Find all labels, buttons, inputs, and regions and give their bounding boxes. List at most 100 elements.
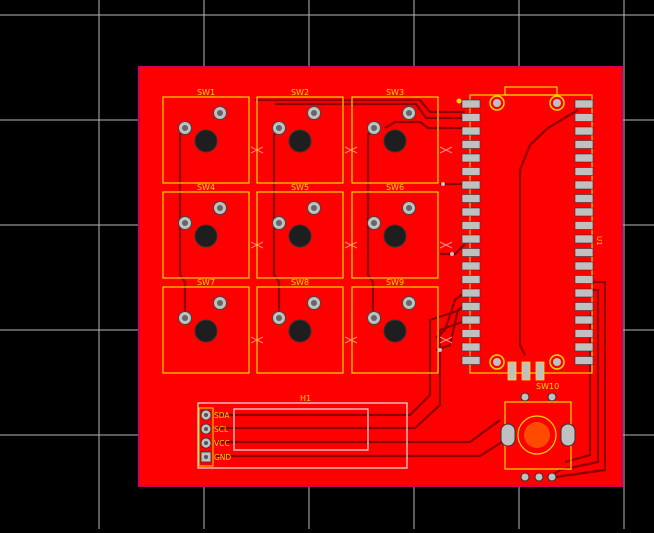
mcu-pin-left — [461, 153, 481, 163]
mcu-mount-hole — [549, 354, 565, 370]
switch-center-hole — [383, 319, 407, 343]
mcu-pin-right — [574, 302, 594, 311]
switch-center-hole — [194, 224, 218, 248]
switch-pad-hole — [371, 125, 377, 131]
switch-outline — [256, 96, 344, 184]
mcu-mount-hole — [489, 95, 505, 111]
switch-label: SW9 — [386, 278, 404, 287]
switch-label: SW1 — [197, 88, 215, 97]
switch-center-hole — [288, 224, 312, 248]
switch-pad-hole — [217, 110, 223, 116]
mcu-pin-right — [574, 207, 594, 217]
switch-pad-hole — [406, 300, 412, 306]
switch-center-hole — [194, 129, 218, 153]
mcu-pin-left — [461, 261, 481, 271]
switch-label: SW3 — [386, 88, 404, 97]
switch-outline — [256, 286, 344, 374]
silk-mark — [439, 146, 453, 154]
mcu-pin-left — [461, 113, 481, 122]
smd-pad — [507, 361, 517, 381]
trace — [440, 243, 466, 256]
mcu-pin-right — [574, 315, 594, 325]
switch-pad-hole — [311, 110, 317, 116]
switch-outline — [162, 191, 250, 279]
mcu-pin-right — [574, 221, 594, 230]
switch-footprint: SW9 — [351, 278, 453, 374]
via — [438, 348, 442, 352]
switch-outline — [256, 191, 344, 279]
switch-label: SW4 — [197, 183, 215, 192]
header-label: H1 — [300, 394, 311, 403]
trace — [275, 102, 465, 120]
mcu-pin-left — [461, 140, 481, 149]
mcu-pin-left — [461, 99, 481, 109]
mcu-pin-left — [461, 221, 481, 230]
switch-footprint: SW3 — [351, 88, 453, 184]
via — [456, 98, 462, 104]
header-pin-strip — [198, 407, 214, 467]
encoder-pin — [520, 472, 530, 482]
silk-mark — [439, 241, 453, 249]
mcu-pin-right — [574, 356, 594, 365]
header-pad-hole — [204, 455, 208, 459]
mcu-pin-left — [461, 194, 481, 203]
header-pins: SDA SCL VCC GND — [200, 409, 231, 463]
switch-pad-hole — [276, 315, 282, 321]
display-outline — [197, 402, 408, 469]
encoder-pin — [547, 472, 557, 482]
header-pad-hole — [204, 427, 208, 431]
switch-outline — [351, 191, 439, 279]
switch-footprint: SW8 — [256, 278, 358, 374]
encoder-pin — [520, 392, 530, 402]
header-pin: VCC — [200, 437, 230, 449]
mcu-pin-left — [461, 167, 481, 176]
switch-pad-hole — [217, 205, 223, 211]
mcu-mount-hole — [489, 354, 505, 370]
silk-mark — [344, 241, 358, 249]
trace — [384, 120, 465, 130]
mcu-pin-left — [461, 126, 481, 136]
switch-footprint: SW6 — [351, 183, 453, 279]
mcu-pin-left — [461, 180, 481, 190]
switch-footprint: SW2 — [256, 88, 358, 184]
trace — [215, 419, 501, 444]
header-pin-label: SCL — [214, 425, 229, 434]
mcu-pin-right — [574, 194, 594, 203]
mcu-pin-right — [574, 261, 594, 271]
encoder-pin — [534, 472, 544, 482]
header-pin-label: GND — [214, 453, 231, 462]
mcu-pin-right — [574, 180, 594, 190]
smd-pad — [535, 361, 545, 381]
switch-pad-hole — [182, 125, 188, 131]
mcu-pin-left — [461, 302, 481, 311]
via — [441, 182, 445, 186]
switch-pad-hole — [276, 125, 282, 131]
mcu-mount-hole — [553, 99, 561, 107]
mcu-label: U1 — [595, 236, 603, 246]
rotary-encoder: SW10 — [500, 382, 576, 482]
silk-mark — [344, 336, 358, 344]
switch-pad-hole — [182, 315, 188, 321]
switch-footprint: SW1 — [162, 88, 264, 184]
switch-footprint: SW7 — [162, 278, 264, 374]
usb-connector — [504, 86, 558, 96]
switch-pad-hole — [217, 300, 223, 306]
mcu-module: U1 — [461, 86, 603, 381]
mcu-pin-right — [574, 167, 594, 176]
mcu-mount-hole — [493, 99, 501, 107]
switch-footprint: SW4 — [162, 183, 264, 279]
via — [450, 252, 454, 256]
mcu-pin-right — [574, 275, 594, 284]
switch-label: SW6 — [386, 183, 404, 192]
switch-pad-hole — [311, 300, 317, 306]
mcu-pin-right — [574, 126, 594, 136]
trace — [564, 307, 594, 464]
mcu-pin-left — [461, 288, 481, 298]
header-pin: SDA — [200, 409, 230, 421]
silk-mark — [344, 146, 358, 154]
header-pin: SCL — [200, 423, 229, 435]
mcu-pin-left — [461, 207, 481, 217]
trace — [215, 320, 463, 430]
encoder-knob — [517, 415, 557, 455]
